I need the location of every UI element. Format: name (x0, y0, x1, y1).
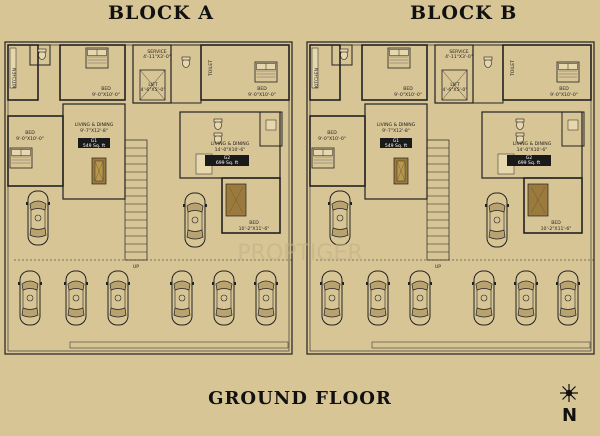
g1-area: 549 Sq. ft (385, 143, 408, 149)
living-left-size: 9'-7"X12'-8" (80, 128, 108, 134)
bed1-label: BED (403, 86, 413, 92)
toilet-label: TOILET (208, 60, 214, 77)
g2-area: 699 Sq. ft (216, 160, 239, 166)
bed1-size: 9'-0"X10'-0" (394, 92, 422, 98)
living-right-label: LIVING & DINING (211, 141, 250, 147)
bed2-size: 9'-0"X10'-0" (248, 92, 276, 98)
bed4-size: 10'-2"X11'-6" (239, 226, 270, 232)
ground-floor-title: GROUND FLOOR (208, 388, 392, 409)
lift-size: 4'-6"X5'-0" (141, 87, 166, 93)
living-right-size: 14'-0"X10'-6" (215, 147, 246, 153)
g2-label: G2 (526, 155, 533, 161)
bed1-size: 9'-0"X10'-0" (92, 92, 120, 98)
lift-size: 4'-6"X5'-0" (443, 87, 468, 93)
service-size: 4'-11"X3'-0" (143, 54, 171, 60)
bed4-size: 10'-2"X11'-6" (541, 226, 572, 232)
watermark-text: PROPTIGER (237, 241, 362, 266)
kitchen-label: KITCHEN (314, 68, 320, 88)
block-a-labels: KITCHEN BED 9'-0"X10'-0" SERVICE 4'-11"X… (12, 49, 276, 270)
bed3-label: BED (327, 130, 337, 136)
service-label: SERVICE (449, 49, 468, 55)
service-label: SERVICE (147, 49, 166, 55)
service-size: 4'-11"X3'-0" (445, 54, 473, 60)
living-left-label: LIVING & DINING (75, 122, 114, 128)
bed3-label: BED (25, 130, 35, 136)
living-right-label: LIVING & DINING (513, 141, 552, 147)
bed4-label: BED (249, 220, 259, 226)
bed2-label: BED (559, 86, 569, 92)
g2-area: 699 Sq. ft (518, 160, 541, 166)
living-left-size: 9'-7"X12'-8" (382, 128, 410, 134)
block-b-labels: KITCHEN BED 9'-0"X10'-0" SERVICE 4'-11"X… (314, 49, 578, 270)
kitchen-label: KITCHEN (12, 68, 18, 88)
bed4-label: BED (551, 220, 561, 226)
bed2-size: 9'-0"X10'-0" (550, 92, 578, 98)
block-b-plan (306, 41, 595, 355)
lift-label: LIFT (148, 82, 157, 88)
g1-area: 549 Sq. ft (83, 143, 106, 149)
block-a-plan (4, 41, 293, 355)
g1-label: G1 (393, 138, 400, 144)
block-a-title: BLOCK A (108, 2, 214, 24)
g1-label: G1 (91, 138, 98, 144)
bed3-size: 9'-0"X10'-0" (318, 136, 346, 142)
g2-label: G2 (224, 155, 231, 161)
lift-label: LIFT (450, 82, 459, 88)
block-b-title: BLOCK B (410, 2, 518, 24)
bed3-size: 9'-0"X10'-0" (16, 136, 44, 142)
living-right-size: 14'-0"X10'-6" (517, 147, 548, 153)
bed2-label: BED (257, 86, 267, 92)
up-label: UP (435, 264, 441, 270)
up-label: UP (133, 264, 139, 270)
north-label: N (562, 405, 578, 426)
bed1-label: BED (101, 86, 111, 92)
toilet-label: TOILET (510, 60, 516, 77)
compass-icon (560, 384, 578, 402)
living-left-label: LIVING & DINING (377, 122, 416, 128)
